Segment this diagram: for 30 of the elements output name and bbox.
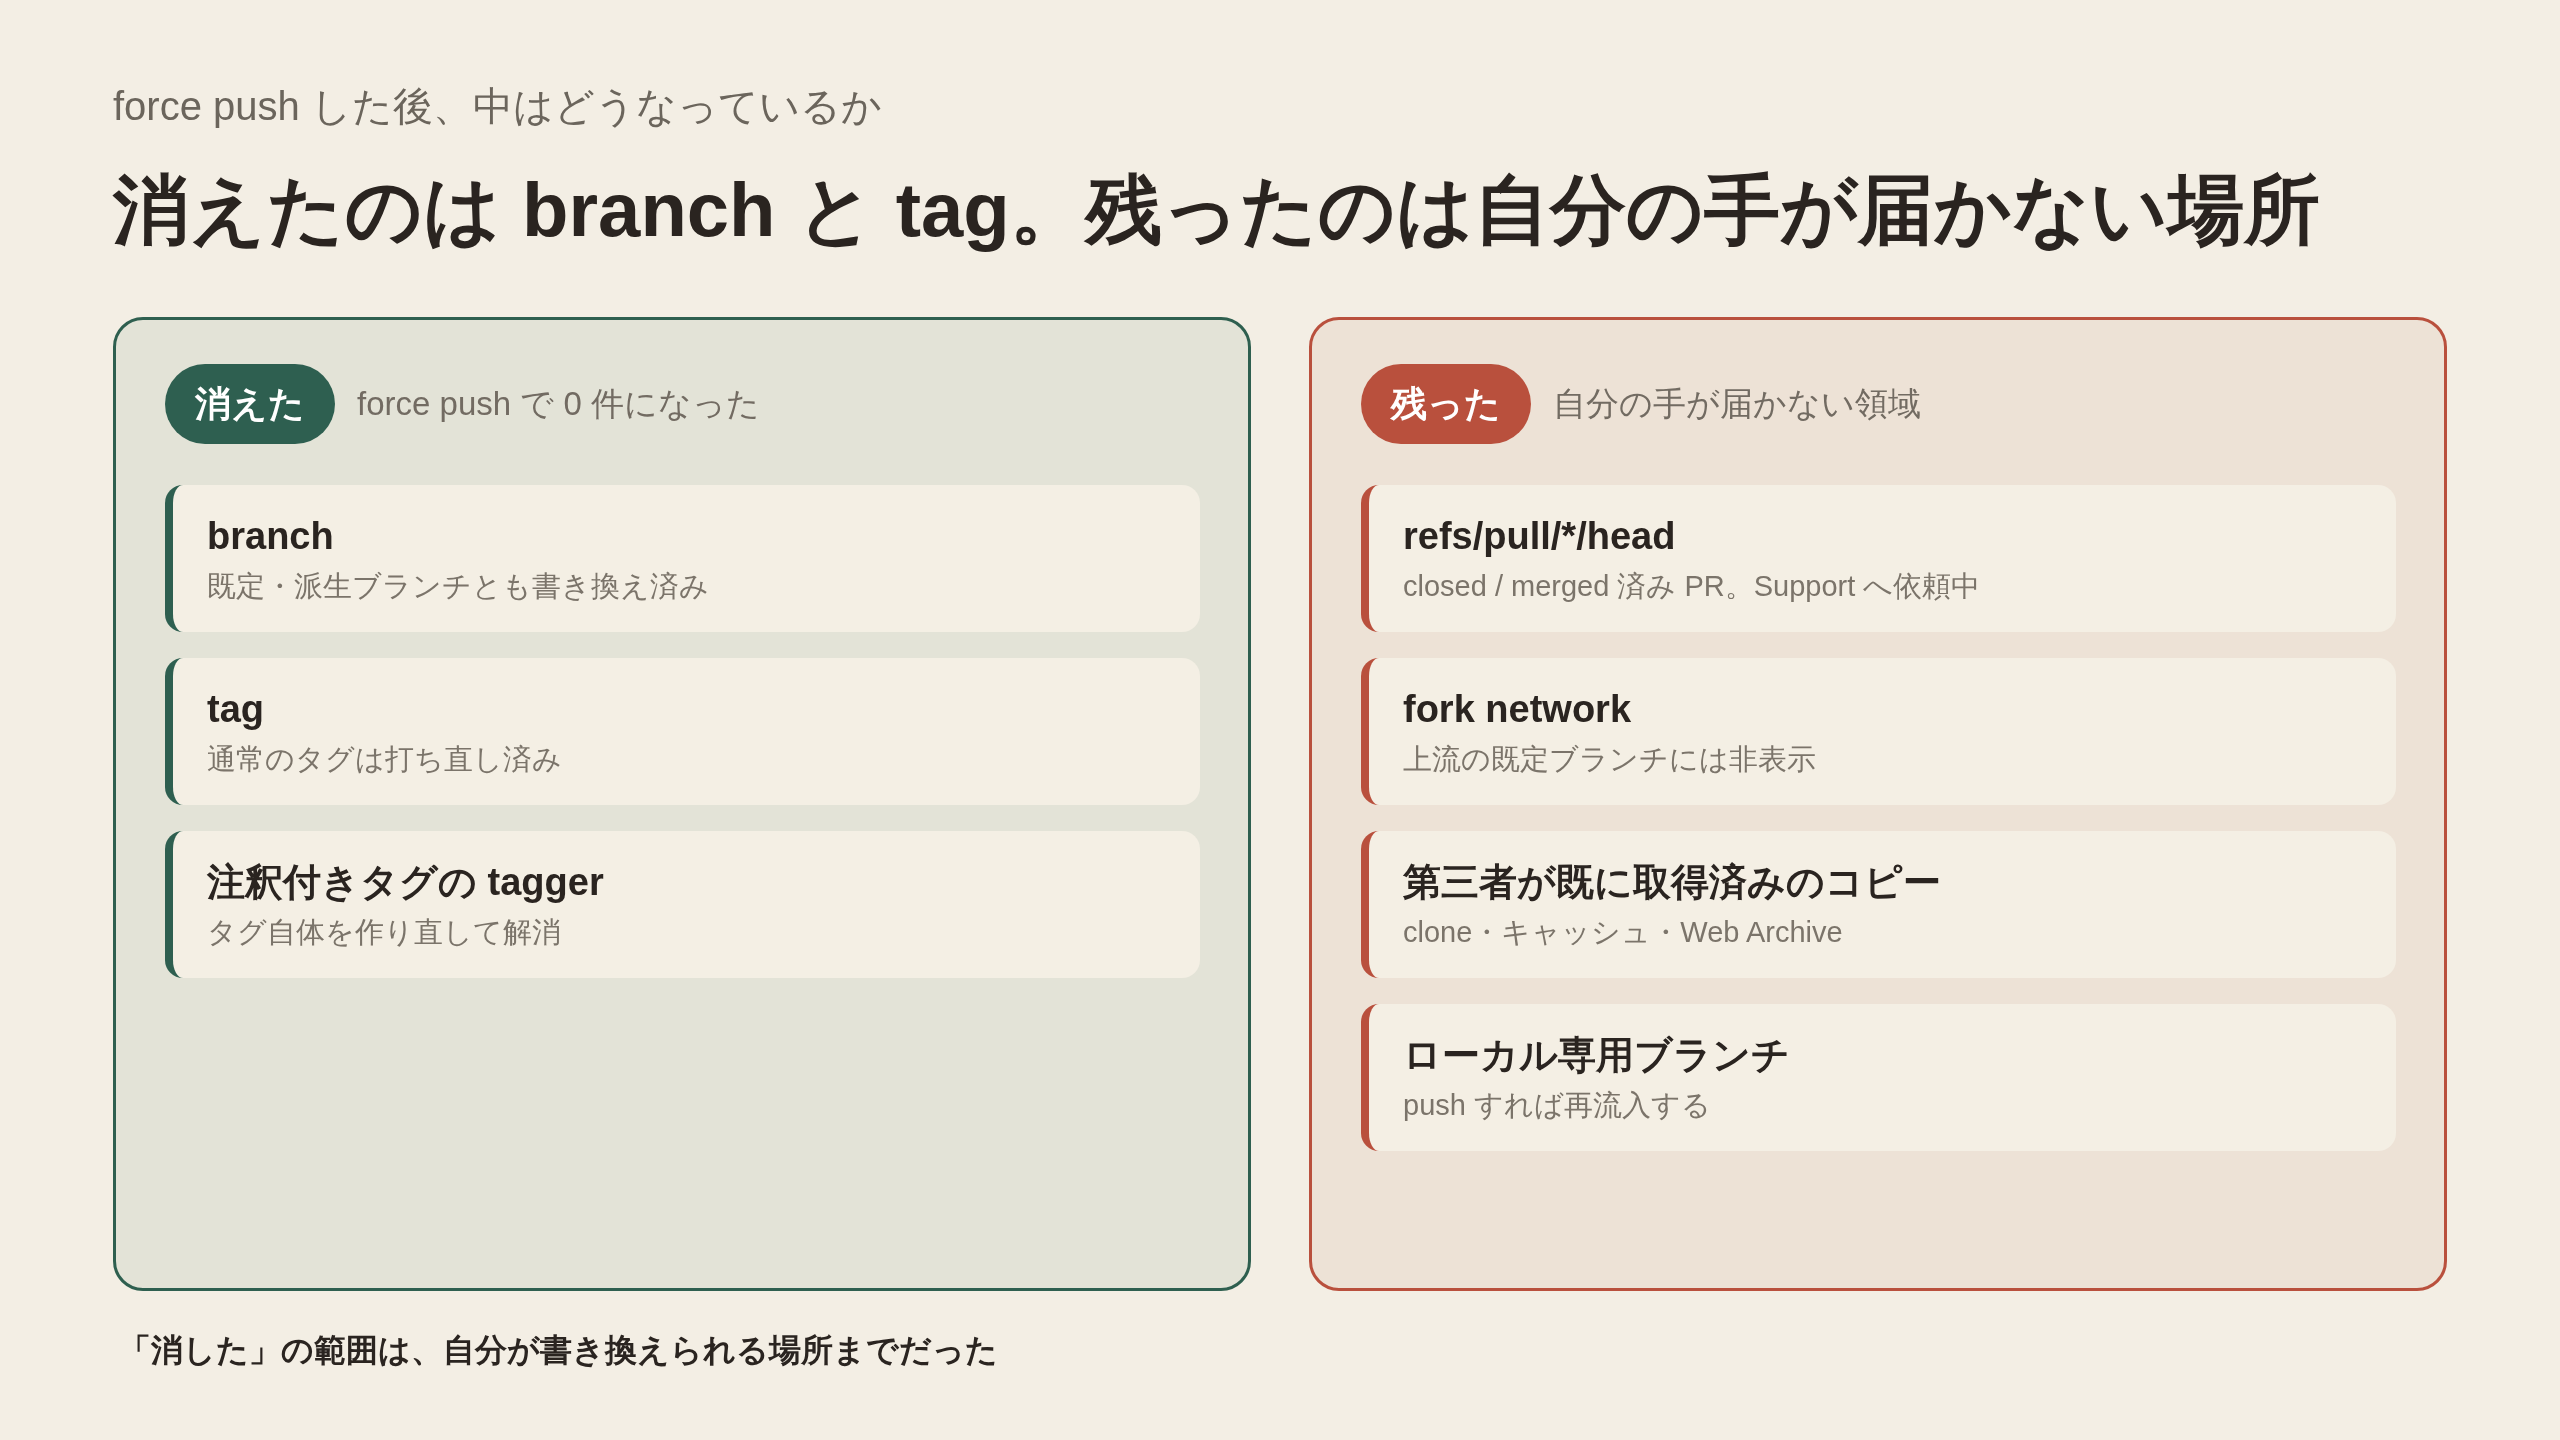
panel-description: 自分の手が届かない領域	[1553, 384, 1921, 424]
item-description: タグ自体を作り直して解消	[207, 915, 562, 950]
item-card	[165, 831, 1200, 978]
item-card	[1361, 1004, 2396, 1151]
item-title: ローカル専用ブランチ	[1403, 1033, 1791, 1078]
panel	[113, 317, 1251, 1291]
item-description: 上流の既定ブランチには非表示	[1403, 742, 1817, 777]
item-card	[1361, 485, 2396, 632]
item-card	[1361, 831, 2396, 978]
subtitle: force push した後、中はどうなっているか	[113, 83, 882, 130]
item-title: refs/pull/*/head	[1403, 514, 1677, 559]
panel-description: force push で 0 件になった	[357, 384, 760, 424]
item-description: closed / merged 済み PR。Support へ依頼中	[1403, 569, 1982, 604]
status-pill: 消えた	[165, 364, 335, 444]
item-title: 注釈付きタグの tagger	[207, 860, 605, 905]
title: 消えたのは branch と tag。残ったのは自分の手が届かない場所	[113, 166, 2320, 254]
status-pill: 残った	[1361, 364, 1531, 444]
caption: 「消した」の範囲は、自分が書き換えられる場所までだった	[118, 1331, 998, 1370]
item-description: 通常のタグは打ち直し済み	[207, 742, 563, 777]
panel	[1309, 317, 2447, 1291]
item-title: 第三者が既に取得済みのコピー	[1403, 860, 1942, 905]
item-title: tag	[207, 687, 265, 732]
item-title: fork network	[1403, 687, 1633, 732]
item-description: push すれば再流入する	[1403, 1088, 1712, 1123]
item-description: clone・キャッシュ・Web Archive	[1403, 915, 1844, 950]
item-card	[1361, 658, 2396, 805]
item-title: branch	[207, 514, 335, 559]
item-card	[165, 658, 1200, 805]
item-card	[165, 485, 1200, 632]
item-description: 既定・派生ブランチとも書き換え済み	[207, 569, 710, 604]
